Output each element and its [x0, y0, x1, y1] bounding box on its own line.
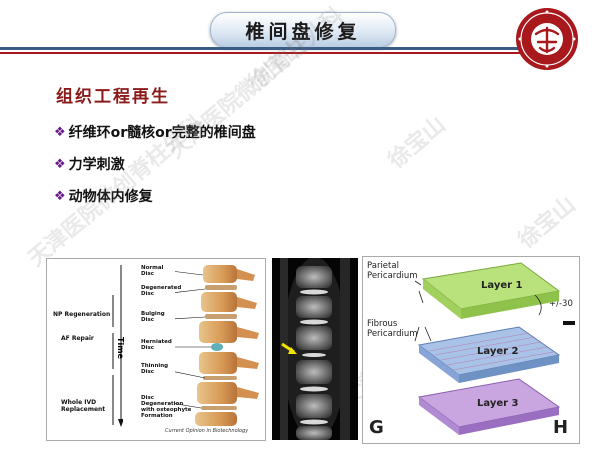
bullet-item: ❖力学刺激	[54, 148, 256, 180]
spine-illustration-icon	[175, 265, 259, 426]
stage-label: Degenerated Disc	[141, 285, 182, 297]
stage-label: Thinning Disc	[141, 363, 169, 375]
mri-image-icon	[272, 258, 358, 440]
diamond-bullet-icon: ❖	[54, 156, 66, 172]
bullet-item: ❖纤维环or髓核or完整的椎间盘	[54, 116, 256, 148]
label-fibrous-pericardium: Fibrous Pericardium	[367, 319, 418, 339]
bullet-text: 动物体内修复	[68, 189, 153, 205]
layer-label: Layer 2	[477, 346, 519, 357]
panel-letter: H	[553, 417, 569, 438]
label-af-repair: AF Repair	[61, 335, 94, 342]
diamond-bullet-icon: ❖	[54, 188, 66, 204]
slide-title: 椎间盘修复	[210, 12, 396, 48]
figure-spine-timeline: NP Regeneration AF Repair Whole IVD Repl…	[46, 258, 266, 441]
layer-label: Layer 3	[477, 398, 519, 409]
figure-layers: Parietal Pericardium Fibrous Pericardium…	[362, 256, 580, 444]
axis-label-time: Time	[116, 337, 125, 359]
bullet-text: 纤维环or髓核or完整的椎间盘	[68, 125, 256, 141]
header-rule-blue	[0, 47, 540, 50]
panel-letter: G	[369, 417, 384, 438]
figure-mri-scan	[272, 258, 358, 440]
bullet-list: ❖纤维环or髓核or完整的椎间盘 ❖力学刺激 ❖动物体内修复	[54, 116, 256, 212]
bracket-lines	[112, 265, 123, 427]
stage-label: Disc Degeneration with osteophyte Format…	[141, 395, 192, 419]
section-title: 组织工程再生	[56, 87, 170, 107]
stage-label: Herniated Disc	[141, 339, 172, 351]
stage-label: Bulging Disc	[141, 311, 165, 323]
watermark: 徐宝山	[513, 192, 581, 254]
layer-stack-illustration-icon	[414, 262, 575, 435]
layer-label: Layer 1	[481, 280, 523, 291]
label-whole-ivd: Whole IVD Replacement	[61, 399, 106, 413]
hospital-logo-icon	[516, 8, 578, 70]
bullet-text: 力学刺激	[68, 157, 125, 173]
figure-caption: Current Opinion in Biotechnology	[165, 428, 249, 434]
label-np-regeneration: NP Regeneration	[53, 311, 111, 318]
stage-label: Normal Disc	[141, 265, 164, 277]
watermark: 徐宝山	[383, 112, 451, 174]
diamond-bullet-icon: ❖	[54, 124, 66, 140]
label-angle: +/-30	[549, 299, 573, 309]
header-rule-red	[0, 52, 540, 54]
bullet-item: ❖动物体内修复	[54, 180, 256, 212]
label-parietal-pericardium: Parietal Pericardium	[367, 261, 418, 281]
